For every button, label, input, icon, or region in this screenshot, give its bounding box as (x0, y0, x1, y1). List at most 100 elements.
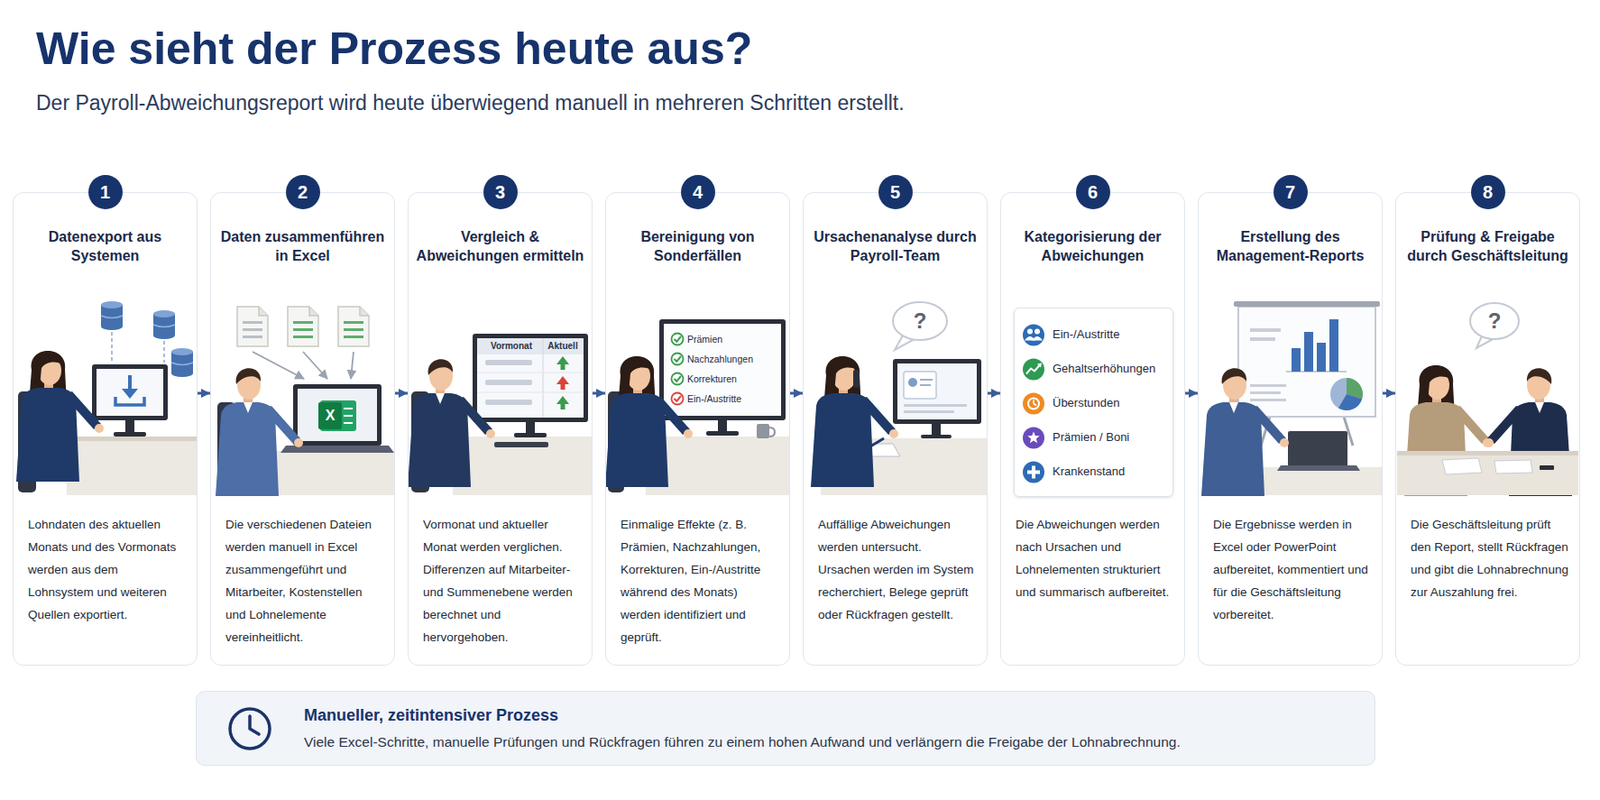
compare-illustration (407, 333, 593, 496)
star-icon (1022, 427, 1045, 450)
monitor (671, 393, 684, 405)
step-card: Datenexport aus SystemenLohndaten des ak… (12, 192, 198, 666)
step-number: 2 (285, 174, 321, 210)
monitor (91, 364, 168, 421)
coffee-mug (756, 423, 775, 439)
trend-icon (1022, 358, 1045, 381)
compare-illustration (452, 436, 593, 496)
category-item: Krankenstand (1052, 454, 1125, 489)
clock-icon (1022, 393, 1045, 415)
monitor (115, 396, 145, 405)
monitor (663, 323, 782, 416)
step-card: Bereinigung von SonderfällenEinmalige Ef… (605, 192, 791, 666)
monitor (674, 376, 682, 382)
illustration-label: Nachzahlungen (687, 354, 754, 365)
step-number-badge: 4 (680, 174, 716, 210)
paper (1442, 458, 1482, 475)
people-icon (1034, 329, 1040, 335)
file-icon (237, 306, 268, 347)
step-description: Auffällige Abweichungen werden untersuch… (818, 513, 976, 626)
speech-bubble (1470, 303, 1519, 340)
monitor (674, 395, 682, 402)
presentation-board (1238, 306, 1376, 417)
monitor (472, 333, 589, 423)
file-icon (309, 306, 319, 316)
export-illustration (16, 301, 198, 496)
monitor (674, 336, 682, 342)
monitor (91, 364, 168, 437)
presentation-board (1291, 348, 1301, 372)
clock-icon (1033, 400, 1037, 406)
people-icon (1031, 336, 1043, 341)
step-number: 6 (1075, 174, 1111, 210)
monitor (892, 358, 982, 439)
file-icon (242, 335, 263, 339)
monitor (717, 420, 727, 432)
monitor (671, 373, 684, 386)
database-icon (171, 369, 194, 378)
step-number: 1 (88, 174, 123, 210)
step-heading: Bereinigung von Sonderfällen (613, 227, 782, 266)
file-icon (242, 321, 263, 324)
step-description: Einmalige Effekte (z. B. Prämien, Nachza… (620, 513, 779, 649)
monitor (903, 404, 967, 407)
merge-illustration (259, 450, 396, 496)
laptop (343, 407, 353, 410)
laptop (343, 414, 353, 417)
presentation-board (1304, 331, 1314, 372)
person-figure (16, 350, 104, 482)
table (1397, 450, 1579, 456)
step-number-badge: 6 (1075, 174, 1111, 210)
paper (1494, 459, 1533, 474)
monitor (121, 388, 138, 399)
clock-symbol (229, 708, 270, 749)
people-icon (1022, 324, 1045, 347)
step-heading: Ursachenanalyse durch Payroll-Team (810, 227, 980, 266)
step-number-badge: 3 (483, 174, 518, 210)
database-icon (171, 362, 194, 366)
monitor (903, 371, 937, 399)
step-number: 3 (483, 174, 518, 210)
laptop (297, 388, 378, 442)
analysis-illustration (810, 302, 988, 496)
file-icon (293, 335, 313, 339)
database-icon (153, 310, 175, 318)
monitor (908, 377, 918, 387)
report-illustration (1247, 467, 1383, 496)
clock-icon (1022, 393, 1045, 415)
step-card: Vergleich & Abweichungen ermittelnVormon… (407, 192, 593, 666)
presentation-board (1330, 377, 1363, 411)
merge-illustration (215, 306, 396, 497)
step-description: Vormonat und aktueller Monat werden verg… (422, 513, 581, 649)
step-card: Erstellung des Management-ReportsDie Erg… (1197, 192, 1383, 666)
file-icon (258, 306, 268, 316)
step-number: 5 (878, 174, 913, 210)
illustration-label: Korrekturen (687, 374, 737, 385)
monitor (920, 434, 952, 439)
monitor (477, 372, 584, 374)
plus-icon (1022, 461, 1045, 484)
monitor (514, 432, 547, 438)
step-description: Lohndaten des aktuellen Monats und des V… (27, 513, 186, 626)
illustration-label: Prämien (687, 334, 723, 345)
step-number-badge: 8 (1471, 174, 1506, 210)
flow-arrow (987, 392, 1001, 396)
database-icon (153, 324, 175, 328)
category-item: Ein-/Austritte (1052, 317, 1120, 352)
monitor (477, 392, 584, 394)
keyboard (494, 441, 549, 448)
presentation-board (1250, 391, 1281, 395)
step-description: Die Geschäftsleitung prüft den Report, s… (1410, 513, 1569, 604)
monitor (477, 338, 584, 418)
illustration-label: Aktuell (547, 341, 578, 351)
monitor (556, 376, 570, 385)
step-card: Prüfung & Freigabe durch Geschäftsleitun… (1395, 192, 1581, 666)
clock-icon (1028, 398, 1040, 410)
coffee-mug (769, 427, 775, 437)
table (1397, 450, 1579, 496)
presentation-board (1250, 384, 1287, 387)
star-icon (1022, 427, 1045, 450)
